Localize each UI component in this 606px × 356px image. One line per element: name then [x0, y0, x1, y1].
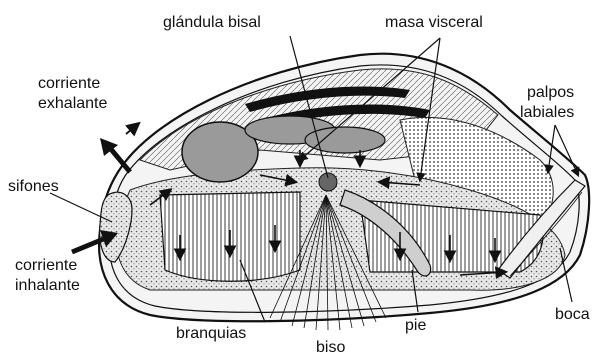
label-pie: pie [405, 317, 426, 334]
exhalant-arrow-small [126, 124, 138, 134]
label-corriente-inhalante-line2: inhalante [15, 277, 80, 294]
label-branquias: branquias [176, 325, 246, 342]
label-sifones: sifones [8, 178, 59, 195]
visceral-organ-2 [305, 127, 385, 153]
label-corriente-exhalante-line2: exhalante [38, 95, 107, 112]
label-masa-visceral: masa visceral [385, 14, 483, 31]
label-biso: biso [316, 339, 345, 356]
label-glandula-bisal: glándula bisal [163, 14, 261, 31]
label-corriente-inhalante-line1: corriente [15, 257, 77, 274]
label-palpos-line1: palpos [527, 84, 574, 101]
label-palpos-line2: labiales [520, 104, 574, 121]
label-corriente-exhalante-line1: corriente [38, 75, 100, 92]
label-boca: boca [555, 306, 590, 323]
